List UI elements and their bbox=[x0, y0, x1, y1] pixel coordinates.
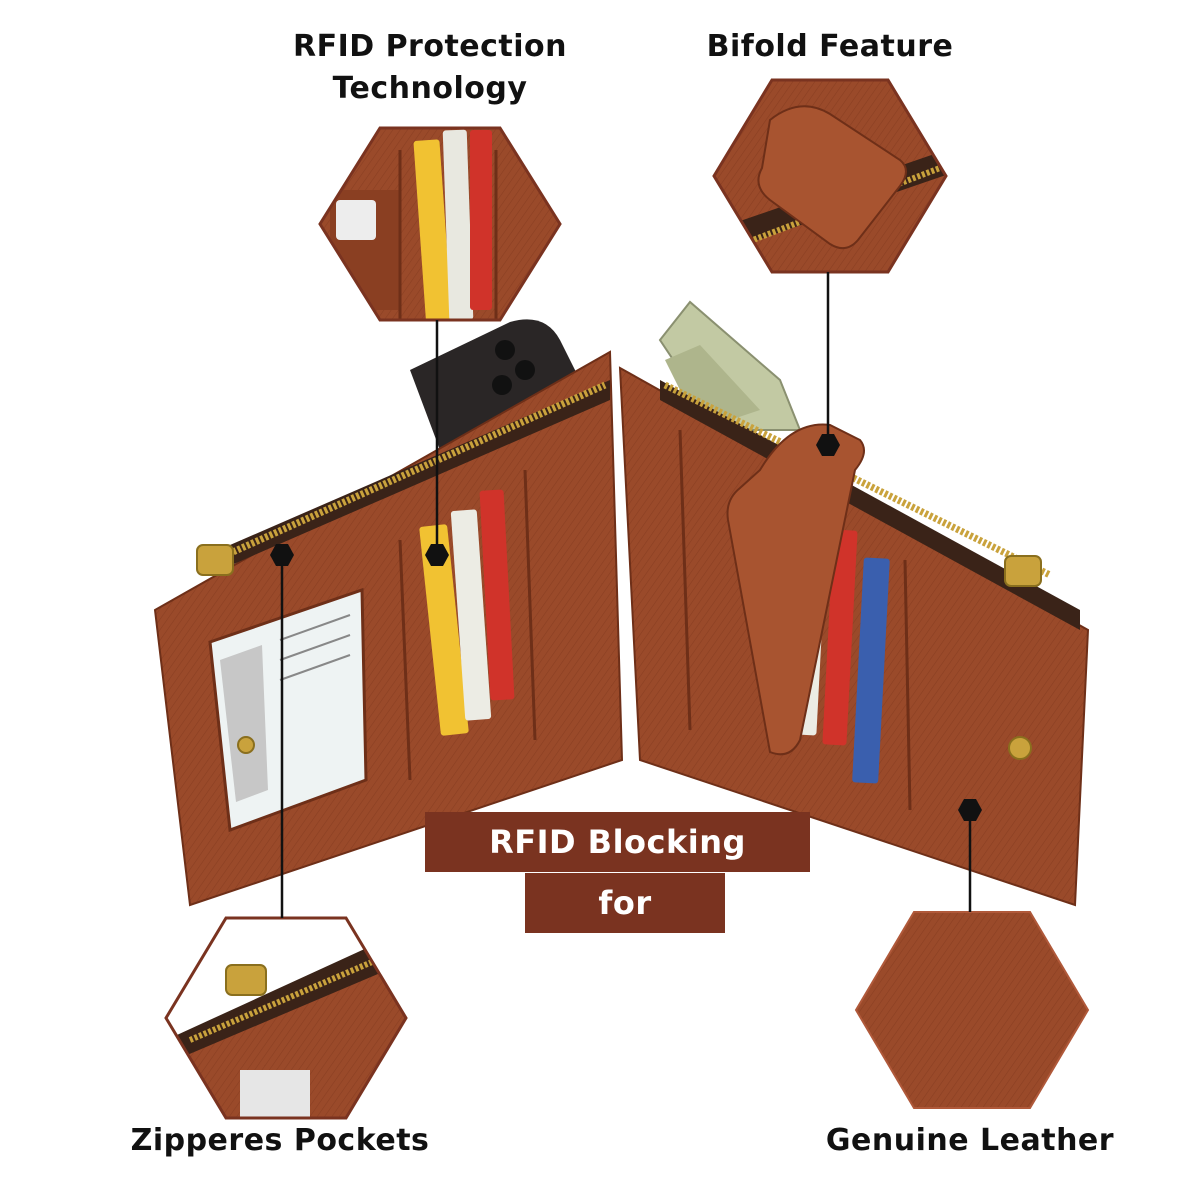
wallet-main bbox=[153, 300, 1090, 907]
card-yellow bbox=[419, 524, 469, 736]
rfid-label-line1: RFID Protection bbox=[292, 29, 568, 64]
title-banner-line1: RFID Blocking Wallet bbox=[425, 812, 810, 921]
bifold-strap bbox=[726, 423, 865, 756]
callout-lines bbox=[280, 272, 972, 918]
card-blue-right bbox=[852, 557, 890, 784]
bifold-detail-hexagon bbox=[712, 78, 948, 274]
snap-button-icon bbox=[1008, 736, 1032, 760]
bifold-feature-label: Bifold Feature bbox=[706, 29, 954, 64]
left-zipper bbox=[213, 381, 607, 564]
rfid-label-line2: Technology bbox=[332, 71, 528, 106]
card-white bbox=[450, 509, 492, 721]
left-zipper-pull bbox=[196, 544, 234, 576]
hexagon-dot-icon bbox=[425, 544, 449, 566]
genuine-leather-label: Genuine Leather bbox=[825, 1123, 1115, 1158]
hexagon-dot-icon bbox=[958, 799, 982, 821]
card-red bbox=[479, 489, 515, 701]
zipper-detail-hexagon bbox=[164, 916, 408, 1120]
hexagon-dot-icon bbox=[816, 434, 840, 456]
rfid-protection-label: RFID Protection Technology bbox=[270, 26, 590, 110]
rfid-detail-hexagon bbox=[318, 126, 562, 322]
leather-detail-hexagon bbox=[854, 911, 1090, 1109]
zipper-pockets-label: Zipperes Pockets bbox=[130, 1123, 430, 1158]
title-banner-line2: for Women bbox=[525, 873, 725, 982]
right-zipper bbox=[663, 381, 1052, 579]
hexagon-dot-icon bbox=[270, 544, 294, 566]
right-zipper-pull bbox=[1004, 555, 1042, 587]
